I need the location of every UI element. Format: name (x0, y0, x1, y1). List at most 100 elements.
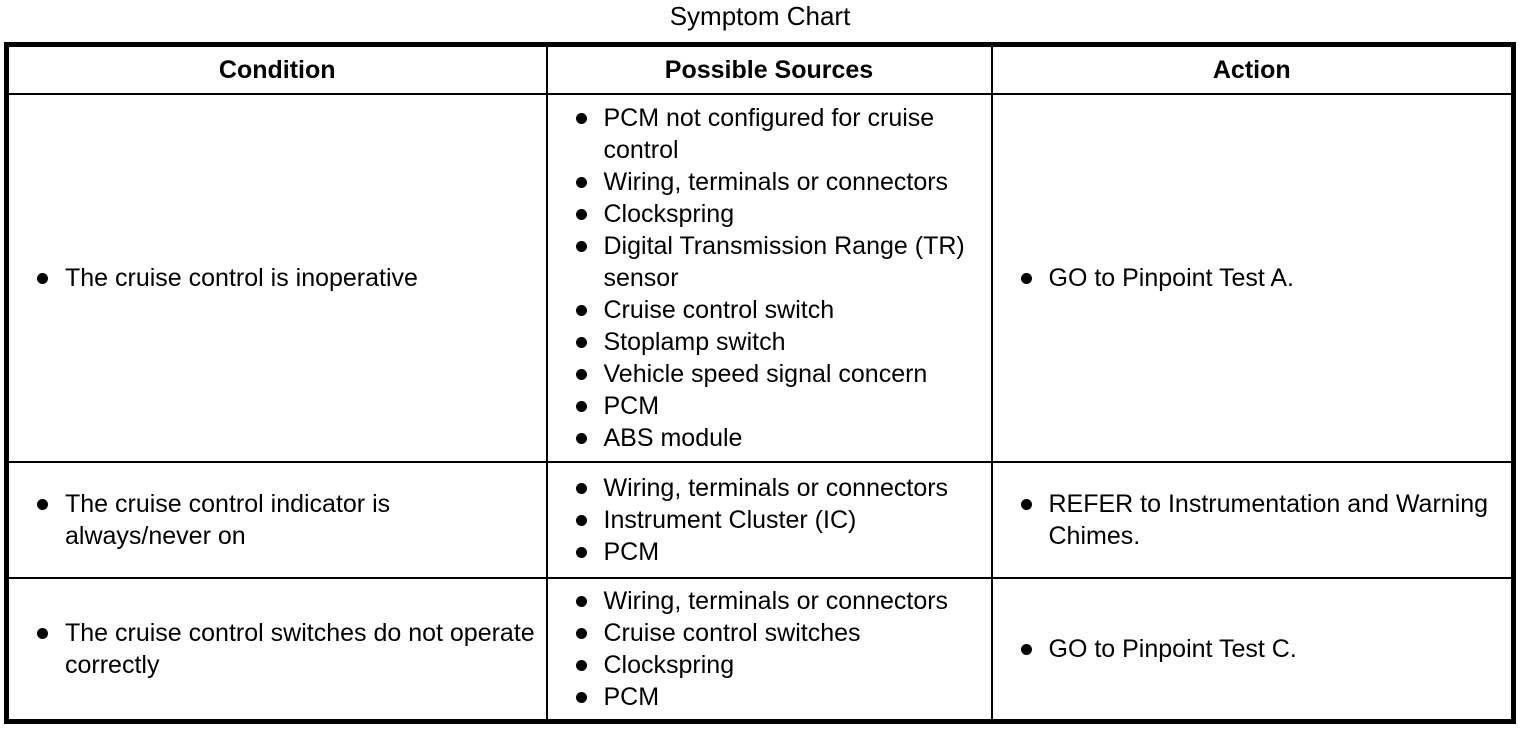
bullet-icon (575, 660, 587, 671)
bullet-item: PCM not configured for cruise control (548, 102, 991, 166)
bullet-text: PCM not configured for cruise control (604, 102, 991, 166)
bullet-icon (37, 628, 48, 639)
symptom-table: Condition Possible Sources Action The cr… (4, 42, 1516, 724)
bullet-icon (575, 113, 587, 124)
bullet-icon (1020, 499, 1032, 510)
bullet-text: Wiring, terminals or connectors (604, 166, 991, 198)
bullet-text: Clockspring (604, 649, 991, 681)
bullet-icon (575, 177, 587, 188)
bullet-item: Cruise control switch (548, 294, 991, 326)
bullet-item: Wiring, terminals or connectors (548, 585, 991, 617)
bullet-icon (575, 337, 587, 348)
action-list: GO to Pinpoint Test A. (993, 262, 1512, 294)
text-line: Instrument Cluster (IC) (603, 506, 857, 534)
bullet-item: Instrument Cluster (IC) (548, 504, 991, 536)
table-row: The cruise control switches do not opera… (5, 577, 1515, 723)
action-cell: GO to Pinpoint Test A. (990, 93, 1515, 463)
text-line: Cruise control switch (603, 296, 835, 324)
bullet-item: The cruise control is inoperative (9, 262, 546, 294)
text-line: Clockspring (603, 200, 735, 228)
bullet-text: The cruise control switches do not opera… (65, 617, 546, 681)
bullet-icon (1020, 273, 1032, 284)
text-line: ABS module (603, 424, 743, 452)
text-line: Wiring, terminals or connectors (603, 474, 949, 502)
bullet-item: Vehicle speed signal concern (548, 358, 991, 390)
column-header-possible-sources: Possible Sources (545, 43, 993, 95)
action-cell: GO to Pinpoint Test C. (990, 577, 1515, 723)
text-line: GO to Pinpoint Test C. (1048, 635, 1297, 663)
bullet-icon (575, 433, 587, 444)
bullet-item: PCM (548, 681, 991, 713)
bullet-text: GO to Pinpoint Test C. (1049, 633, 1512, 665)
bullet-text: Wiring, terminals or connectors (604, 585, 991, 617)
bullet-icon (37, 499, 48, 510)
bullet-icon (37, 273, 48, 284)
condition-cell: The cruise control is inoperative (5, 93, 548, 463)
text-line: GO to Pinpoint Test A. (1048, 264, 1295, 292)
column-header-condition: Condition (5, 43, 548, 95)
bullet-item: The cruise control switches do not opera… (9, 617, 546, 681)
text-line: Wiring, terminals or connectors (603, 587, 949, 615)
bullet-text: Cruise control switch (604, 294, 991, 326)
bullet-text: Instrument Cluster (IC) (604, 504, 991, 536)
bullet-item: ABS module (548, 422, 991, 454)
bullet-item: GO to Pinpoint Test C. (993, 633, 1512, 665)
bullet-text: The cruise control is inoperative (65, 262, 546, 294)
bullet-icon (575, 305, 587, 316)
text-line: PCM not configured for cruise (603, 104, 935, 132)
text-line: Cruise control switches (603, 619, 861, 647)
bullet-text: Digital Transmission Range (TR) sensor (604, 230, 991, 294)
bullet-item: Clockspring (548, 649, 991, 681)
text-line: Chimes. (1048, 522, 1141, 550)
bullet-icon (575, 515, 587, 526)
text-line: Stoplamp switch (603, 328, 786, 356)
bullet-text: PCM (604, 536, 991, 568)
bullet-icon (575, 692, 587, 703)
bullet-icon (575, 401, 587, 412)
text-line: sensor (603, 264, 679, 292)
text-line: PCM (603, 683, 660, 711)
text-line: control (603, 136, 679, 164)
action-list: GO to Pinpoint Test C. (993, 633, 1512, 665)
bullet-icon (575, 369, 587, 380)
bullet-text: Clockspring (604, 198, 991, 230)
bullet-item: GO to Pinpoint Test A. (993, 262, 1512, 294)
bullet-item: Digital Transmission Range (TR) sensor (548, 230, 991, 294)
condition-cell: The cruise control switches do not opera… (5, 577, 548, 723)
bullet-text: GO to Pinpoint Test A. (1049, 262, 1512, 294)
bullet-item: Stoplamp switch (548, 326, 991, 358)
bullet-text: Cruise control switches (604, 617, 991, 649)
text-line: always/never on (65, 522, 246, 550)
text-line: PCM (603, 392, 660, 420)
bullet-icon (575, 547, 587, 558)
condition-list: The cruise control is inoperative (9, 262, 546, 294)
text-line: correctly (65, 651, 160, 679)
page-title: Symptom Chart (669, 1, 851, 31)
bullet-text: ABS module (604, 422, 991, 454)
bullet-item: Wiring, terminals or connectors (548, 166, 991, 198)
text-line: REFER to Instrumentation and Warning (1048, 490, 1489, 518)
bullet-item: PCM (548, 536, 991, 568)
text-line: Wiring, terminals or connectors (603, 168, 949, 196)
text-line: Digital Transmission Range (TR) (603, 232, 965, 260)
bullet-item: PCM (548, 390, 991, 422)
text-line: Vehicle speed signal concern (603, 360, 928, 388)
text-line: The cruise control is inoperative (65, 264, 418, 292)
bullet-item: Clockspring (548, 198, 991, 230)
bullet-icon (575, 596, 587, 607)
bullet-icon (1020, 644, 1032, 655)
